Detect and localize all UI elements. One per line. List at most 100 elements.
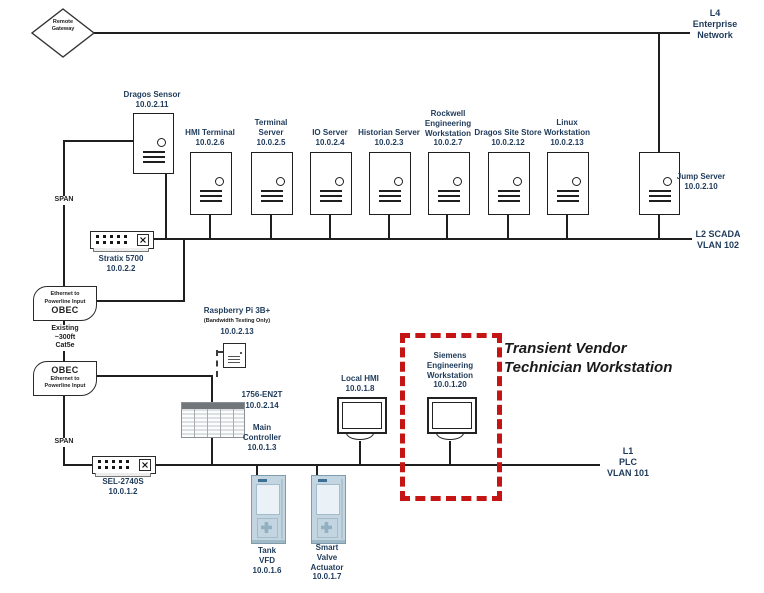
obec-name: OBEC [51, 365, 79, 376]
en2t-model-label: 1756-EN2T [241, 390, 283, 399]
terminal-server-icon [251, 152, 293, 215]
transient-vendor-highlight-box [400, 333, 502, 501]
server-led-icon [215, 177, 224, 186]
span-line-upper [63, 140, 65, 287]
hmi-terminal-label: HMI Terminal 10.0.2.6 [185, 128, 235, 147]
jump-server-uplink-line [658, 32, 660, 153]
siemens-workstation-icon [427, 397, 477, 444]
dragos-sensor-icon [133, 113, 174, 174]
terminal-server-drop-line [270, 212, 272, 239]
server-led-icon [394, 177, 403, 186]
linux-workstation-icon [547, 152, 589, 215]
historian-drop-line [388, 212, 390, 239]
server-vents-icon [261, 190, 283, 203]
l4-bus-line [92, 32, 690, 34]
vfd-keypad-button-icon [321, 522, 332, 533]
pi-led-icon [240, 352, 242, 354]
transient-vendor-annotation: Transient Vendor Technician Workstation [504, 340, 673, 376]
monitor-screen-icon [427, 397, 477, 434]
hmi-terminal-drop-line [209, 212, 211, 239]
span-line-lower [63, 391, 65, 466]
obec-sublabel: Ethernet to Powerline Input [44, 376, 86, 390]
server-led-icon [513, 177, 522, 186]
remote-gateway-icon [30, 8, 96, 63]
rockwell-workstation-icon [428, 152, 470, 215]
vfd-base-strip-icon [312, 540, 345, 543]
server-vents-icon [648, 190, 671, 203]
hmi-terminal-icon [190, 152, 232, 215]
l2-vlan-label: L2 SCADA VLAN 102 [695, 229, 741, 250]
smart-valve-icon [311, 475, 346, 544]
server-vents-icon [557, 190, 579, 203]
linux-drop-line [566, 212, 568, 239]
tank-vfd-icon [251, 475, 286, 544]
jump-server-icon [639, 152, 680, 215]
server-led-icon [157, 138, 166, 147]
plc-rack-icon [181, 402, 245, 438]
siemens-workstation-label: Siemens Engineering Workstation 10.0.1.2… [426, 351, 474, 390]
historian-server-label: Historian Server 10.0.2.3 [358, 128, 420, 147]
vfd-keypad-button-icon [261, 522, 272, 533]
diamond-shape-icon [30, 8, 96, 58]
jump-server-label: Jump Server 10.0.2.10 [676, 172, 726, 191]
raspberry-pi-dashed-line [216, 350, 218, 377]
remote-gateway-label: Remote Gateway [51, 19, 75, 32]
obec-to-l2-line [183, 238, 185, 302]
obec-top-link-line [94, 300, 185, 302]
pi-pins-icon [228, 356, 240, 363]
switch-ports-icon [98, 459, 132, 470]
vfd-keypad-icon [257, 518, 278, 538]
l1-bus-line [63, 464, 600, 466]
sel-switch-icon [92, 456, 156, 477]
jump-server-downlink-line [658, 212, 660, 240]
vfd-edge-icon [281, 479, 283, 539]
linux-workstation-label: Linux Workstation 10.0.2.13 [543, 118, 591, 147]
vfd-status-chip-icon [258, 479, 267, 482]
obec-adapter-top: Ethernet to Powerline Input OBEC [33, 286, 97, 321]
server-led-icon [572, 177, 581, 186]
valve-drop-line [316, 464, 318, 476]
switch-base-icon [95, 473, 151, 477]
raspberry-pi-note-label: (Bandwidth Testing Only) [203, 318, 271, 324]
server-vents-icon [438, 190, 460, 203]
vfd-base-strip-icon [252, 540, 285, 543]
server-vents-icon [498, 190, 520, 203]
local-hmi-drop-line [359, 441, 361, 465]
stratix-switch-label: Stratix 5700 10.0.2.2 [98, 254, 144, 273]
dragos-site-store-label: Dragos Site Store 10.0.2.12 [474, 128, 542, 147]
switch-uplink-icon [139, 459, 151, 471]
rockwell-workstation-label: Rockwell Engineering Workstation 10.0.2.… [424, 109, 472, 148]
plc-rack-header-icon [182, 403, 244, 409]
io-server-label: IO Server 10.0.2.4 [312, 128, 348, 147]
server-led-icon [335, 177, 344, 186]
server-vents-icon [320, 190, 342, 203]
obec-sublabel: Ethernet to Powerline Input [44, 291, 86, 305]
raspberry-pi-name-label: Raspberry Pi 3B+ [203, 306, 271, 315]
raspberry-pi-icon [223, 343, 246, 368]
switch-base-icon [93, 248, 149, 252]
dragos-sensor-drop-line [165, 171, 167, 239]
siemens-drop-line [449, 441, 451, 465]
vfd-drop-line [256, 464, 258, 476]
smart-valve-label: Smart Valve Actuator 10.0.1.7 [310, 543, 344, 582]
historian-server-icon [369, 152, 411, 215]
rockwell-drop-line [446, 212, 448, 239]
stratix-switch-icon [90, 231, 154, 252]
dragos-sensor-span-line [64, 140, 134, 142]
switch-ports-icon [96, 234, 130, 245]
io-server-drop-line [329, 212, 331, 239]
terminal-server-label: Terminal Server 10.0.2.5 [254, 118, 288, 147]
controller-downlink-line [211, 435, 213, 465]
raspberry-pi-dashed-stub [216, 351, 224, 353]
raspberry-pi-ip-label: 10.0.2.13 [220, 327, 254, 336]
obec-bottom-link-line [94, 375, 213, 377]
vfd-display-icon [316, 484, 340, 515]
tank-vfd-label: Tank VFD 10.0.1.6 [252, 546, 282, 575]
obec-name: OBEC [51, 304, 79, 315]
dragos-site-store-icon [488, 152, 530, 215]
server-led-icon [663, 177, 672, 186]
vfd-edge-icon [341, 479, 343, 539]
server-vents-icon [142, 151, 165, 164]
vfd-display-icon [256, 484, 280, 515]
